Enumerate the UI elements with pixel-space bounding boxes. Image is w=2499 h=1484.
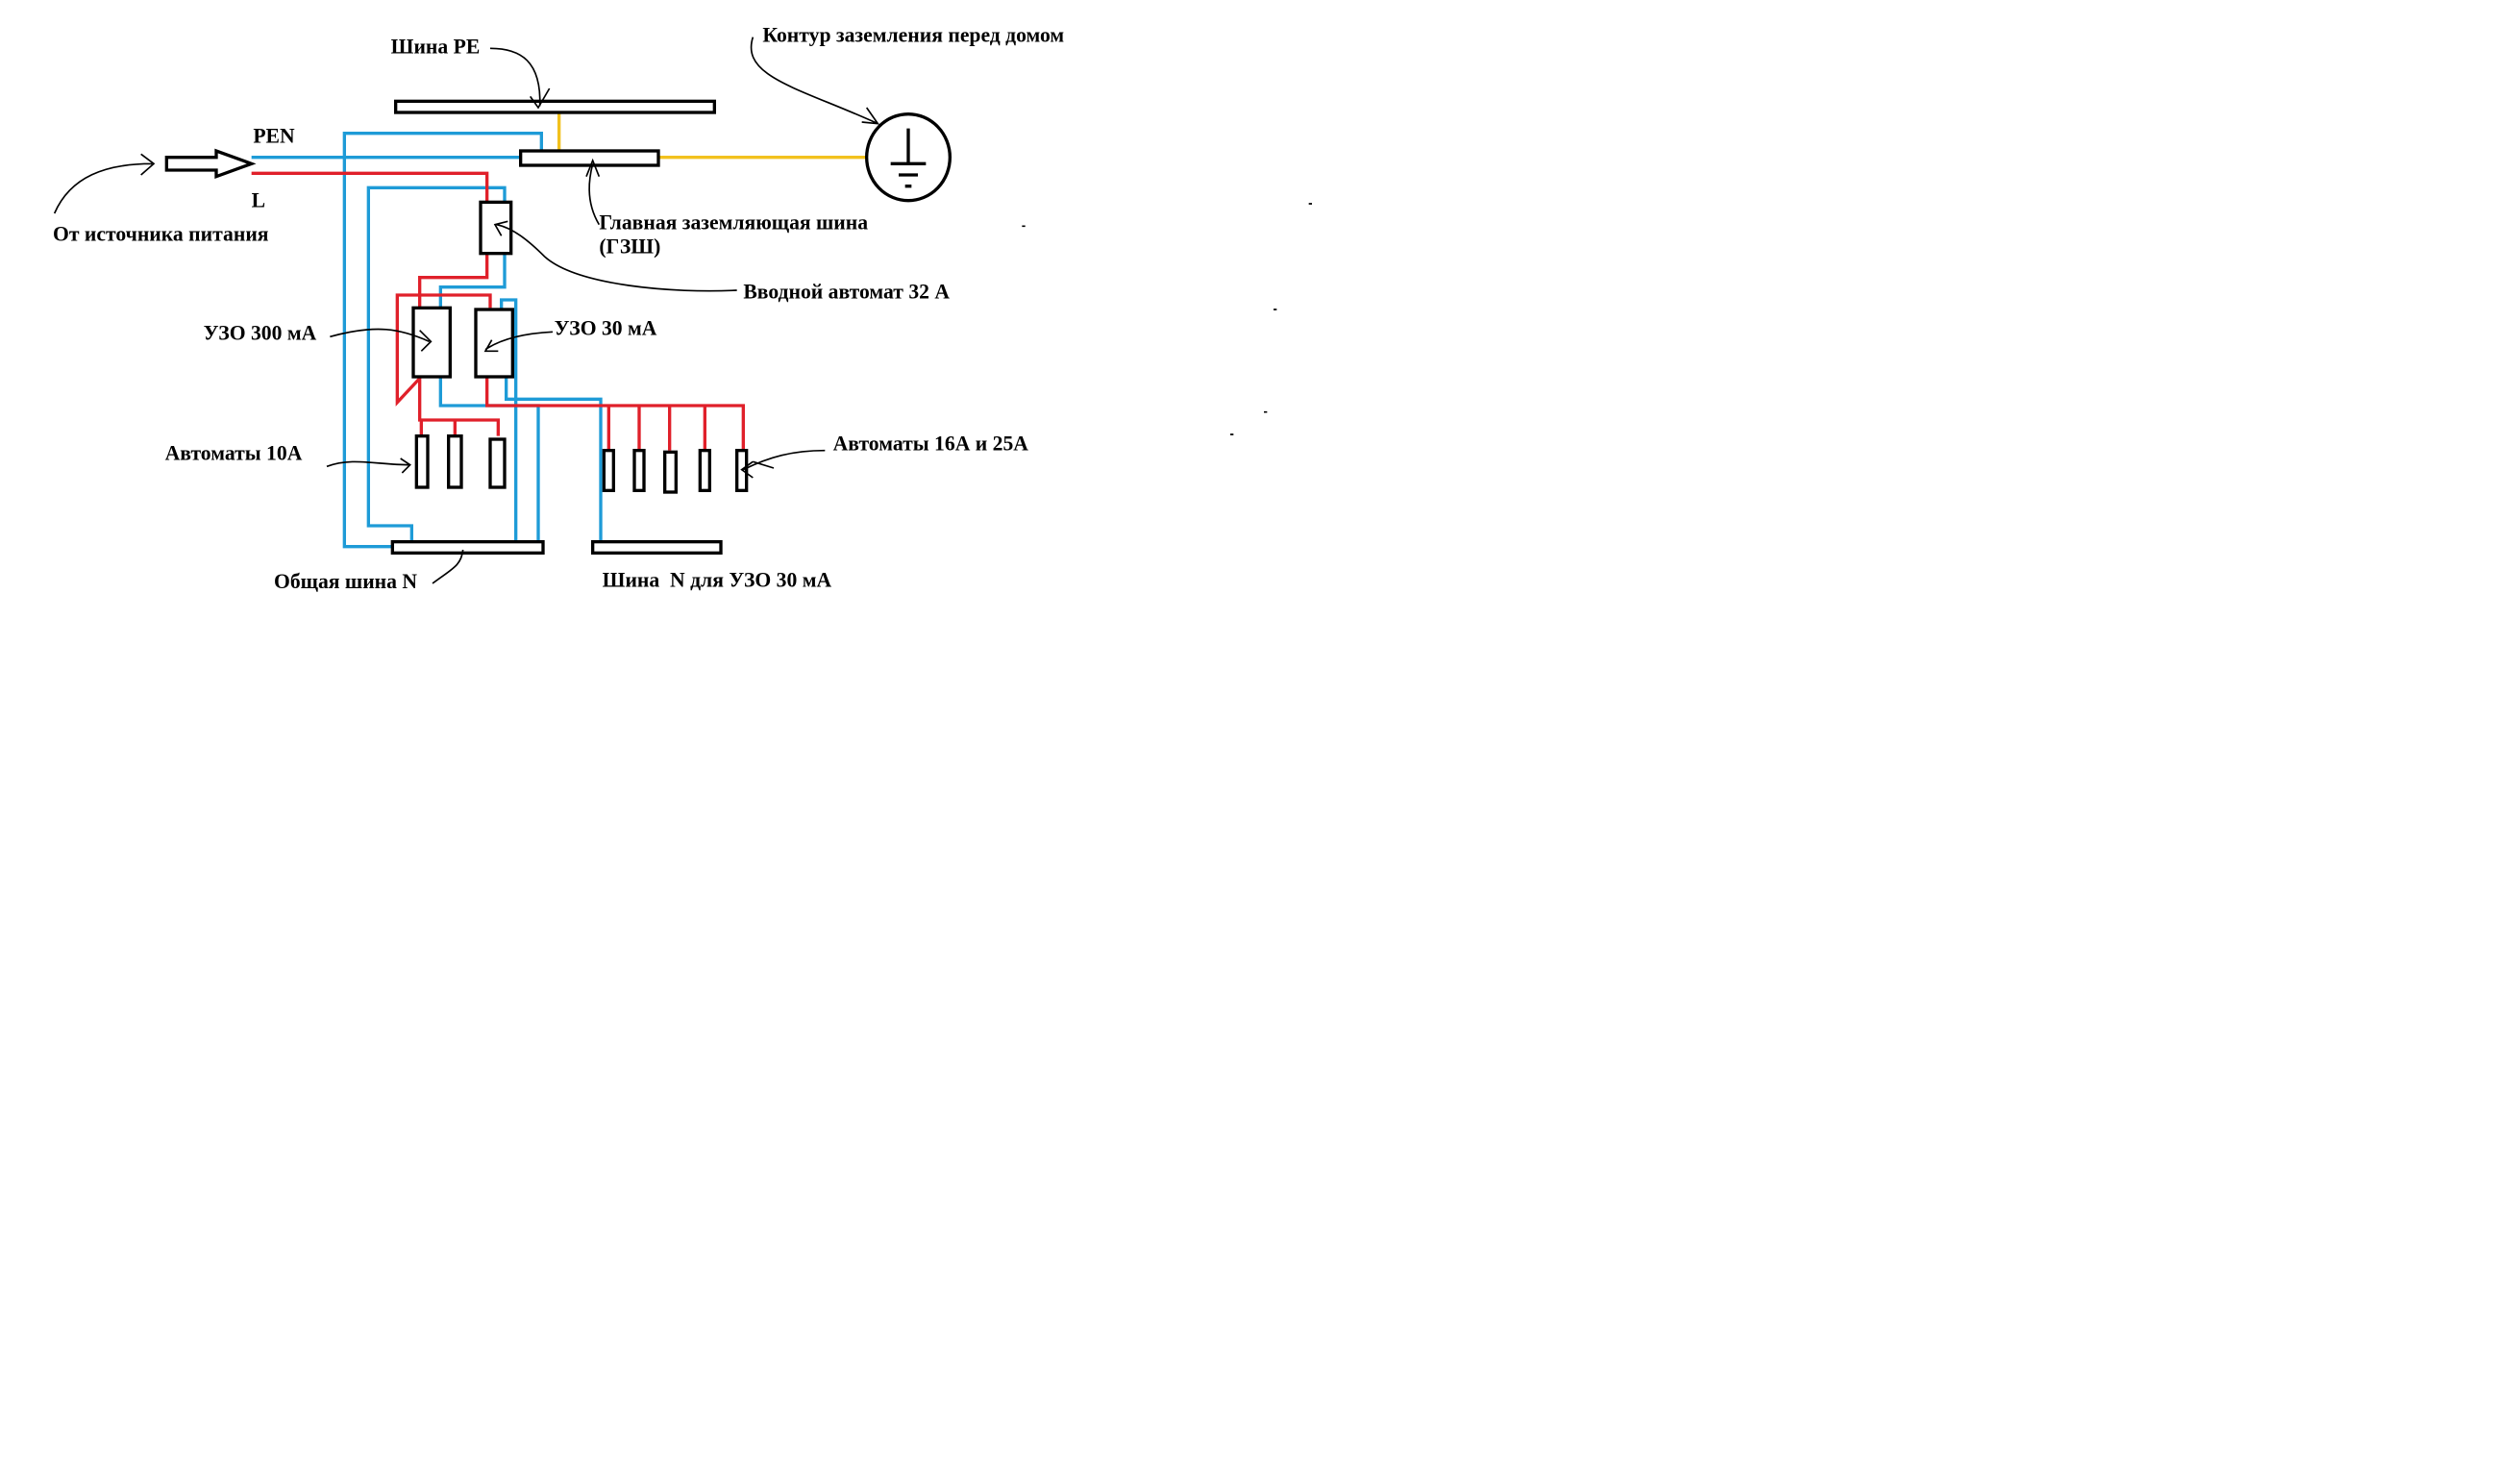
breakers-16-25a bbox=[602, 449, 749, 494]
common-n-bus bbox=[390, 540, 545, 555]
main-ground-bus-label: Главная заземляющая шина bbox=[599, 211, 868, 235]
source-label: От источника питания bbox=[53, 222, 269, 245]
ground-loop-label: Контур заземления перед домом bbox=[762, 24, 1064, 47]
input-breaker-label: Вводной автомат 32 А bbox=[743, 280, 950, 303]
main-ground-bus bbox=[519, 149, 660, 167]
pointer-arrows bbox=[53, 37, 1312, 584]
breakers-16-25a-label: Автоматы 16А и 25А bbox=[833, 433, 1029, 456]
rcd-30 bbox=[474, 308, 515, 379]
source-arrow-icon bbox=[164, 148, 257, 180]
breaker-16-25a bbox=[663, 450, 678, 494]
main-ground-bus-abbr: (ГЗШ) bbox=[599, 235, 660, 259]
pe-bus bbox=[394, 99, 716, 114]
ground-wires bbox=[557, 111, 867, 160]
n-bus-rcd30 bbox=[591, 540, 723, 555]
l-label: L bbox=[252, 188, 265, 211]
breaker-16-25a bbox=[632, 449, 646, 492]
ground-icon bbox=[865, 112, 952, 203]
breaker-16-25a bbox=[698, 449, 711, 492]
breaker-10a bbox=[488, 437, 507, 489]
pen-label: PEN bbox=[253, 125, 295, 148]
pe-bus-label: Шина PE bbox=[391, 35, 481, 58]
rcd-300-label: УЗО 300 мА bbox=[204, 322, 317, 345]
phase-wires bbox=[251, 171, 745, 451]
n-bus-rcd30-label: Шина N для УЗО 30 мА bbox=[603, 568, 832, 591]
breaker-16-25a bbox=[602, 449, 615, 492]
neutral-wires bbox=[251, 132, 603, 549]
breakers-10a-label: Автоматы 10А bbox=[165, 442, 303, 465]
common-n-bus-label: Общая шина N bbox=[274, 570, 417, 593]
rcd-300 bbox=[411, 306, 452, 379]
breaker-10a bbox=[414, 434, 430, 489]
breaker-10a bbox=[447, 434, 463, 489]
breakers-10a bbox=[414, 434, 507, 489]
rcd-30-label: УЗО 30 мА bbox=[555, 317, 657, 340]
